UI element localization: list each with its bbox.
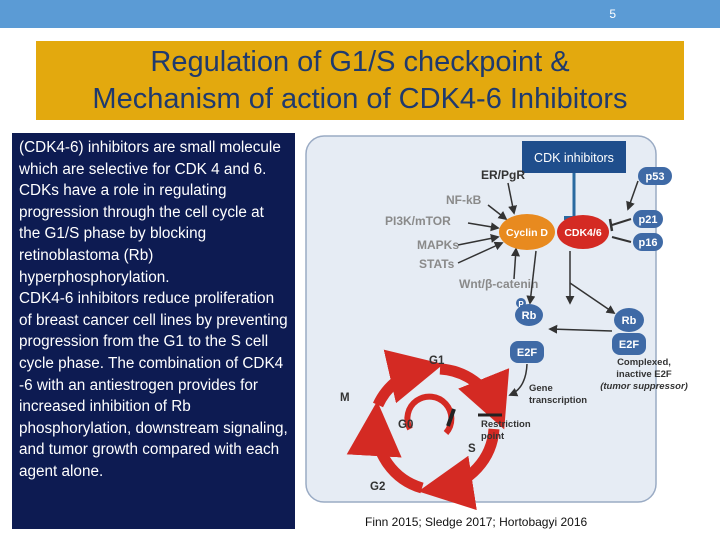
cyclin-d-label: Cyclin D xyxy=(506,227,548,239)
phase-g0: G0 xyxy=(398,419,413,431)
arrow-pi3k xyxy=(467,222,500,232)
body-paragraph-1: (CDK4-6) inhibitors are small molecule w… xyxy=(19,139,281,286)
phospho-label: P xyxy=(518,300,524,309)
p21-label: p21 xyxy=(639,214,658,226)
phase-s: S xyxy=(468,443,476,455)
top-bar: 5 xyxy=(0,0,720,28)
signal-nf-kb: NF-kB xyxy=(446,193,482,207)
complex-label-2: inactive E2F xyxy=(616,369,672,380)
restriction-label-1: Restriction xyxy=(481,419,531,430)
text-panel: (CDK4-6) inhibitors are small molecule w… xyxy=(12,133,295,529)
phase-m: M xyxy=(340,392,350,404)
m-g1-arc xyxy=(372,349,444,408)
e2f-complex-label: E2F xyxy=(619,339,639,351)
inhibit-p21-bar xyxy=(608,218,614,232)
citation: Finn 2015; Sledge 2017; Hortobagyi 2016 xyxy=(365,515,588,529)
title-line-2: Mechanism of action of CDK4-6 Inhibitors xyxy=(92,82,628,115)
signal-mapks: MAPKs xyxy=(417,238,459,252)
arrow-wnt xyxy=(511,247,521,280)
inhibit-p21 xyxy=(611,218,632,226)
rb-complex-label: Rb xyxy=(622,315,637,327)
phase-g2: G2 xyxy=(370,481,385,493)
signal-stats: STATs xyxy=(419,257,455,271)
slide-number: 5 xyxy=(609,7,616,21)
signal-pi3k-mtor: PI3K/mTOR xyxy=(385,214,451,228)
arrow-release-e2f xyxy=(548,324,613,334)
p53-node xyxy=(638,167,672,185)
phase-g1: G1 xyxy=(429,355,445,367)
complex-label-3: (tumor suppressor) xyxy=(600,381,688,392)
cdk-pathway-diagram: CDK inhibitors ER/PgR NF-kB PI3K/mTOR MA… xyxy=(305,135,688,511)
cdk46-node xyxy=(557,215,609,249)
rb-complex-node xyxy=(614,308,644,332)
cdk-inhibitors-box xyxy=(522,141,626,173)
arrow-complex-to-rb xyxy=(569,282,616,315)
body-paragraph-2: CDK4-6 inhibitors reduce proliferation o… xyxy=(19,290,288,480)
arrow-nf-kb xyxy=(487,204,508,221)
g2-m-arc xyxy=(346,401,424,494)
inhibit-p16 xyxy=(611,236,632,243)
arrow-p53-p21 xyxy=(626,180,639,211)
arrow-complex-rb xyxy=(526,250,537,305)
signal-er-pgr: ER/PgR xyxy=(481,168,525,182)
s-g2-arc xyxy=(418,428,500,511)
restriction-label-2: point xyxy=(481,431,505,442)
title-box: Regulation of G1/S checkpoint & Mechanis… xyxy=(36,41,684,120)
p53-label: p53 xyxy=(646,171,665,183)
arrow-stats xyxy=(457,241,504,264)
arrow-gene-transcription xyxy=(508,363,528,397)
rb-free-node xyxy=(515,304,543,326)
gene-label-1: Gene xyxy=(529,383,553,394)
restriction-bar xyxy=(446,408,456,427)
p16-node xyxy=(633,233,663,251)
gene-label-2: transcription xyxy=(529,395,587,406)
arrow-mapks xyxy=(457,233,500,246)
rb-free-label: Rb xyxy=(522,310,537,322)
e2f-free-label: E2F xyxy=(517,347,537,359)
diagram-background xyxy=(305,135,657,503)
e2f-free-node xyxy=(510,341,544,363)
p21-node xyxy=(633,210,663,228)
e2f-complex-node xyxy=(612,333,646,355)
arrow-er-pgr xyxy=(507,182,518,215)
cdk46-label: CDK4/6 xyxy=(564,227,602,239)
complex-label-1: Complexed, xyxy=(617,357,671,368)
p16-label: p16 xyxy=(639,237,658,249)
cyclin-d-node xyxy=(499,214,555,250)
cdk-inhibitors-label: CDK inhibitors xyxy=(534,151,614,165)
g1-arc xyxy=(439,363,510,430)
signal-wnt-beta-catenin: Wnt/β-catenin xyxy=(459,277,538,291)
title-line-1: Regulation of G1/S checkpoint & xyxy=(150,45,570,78)
